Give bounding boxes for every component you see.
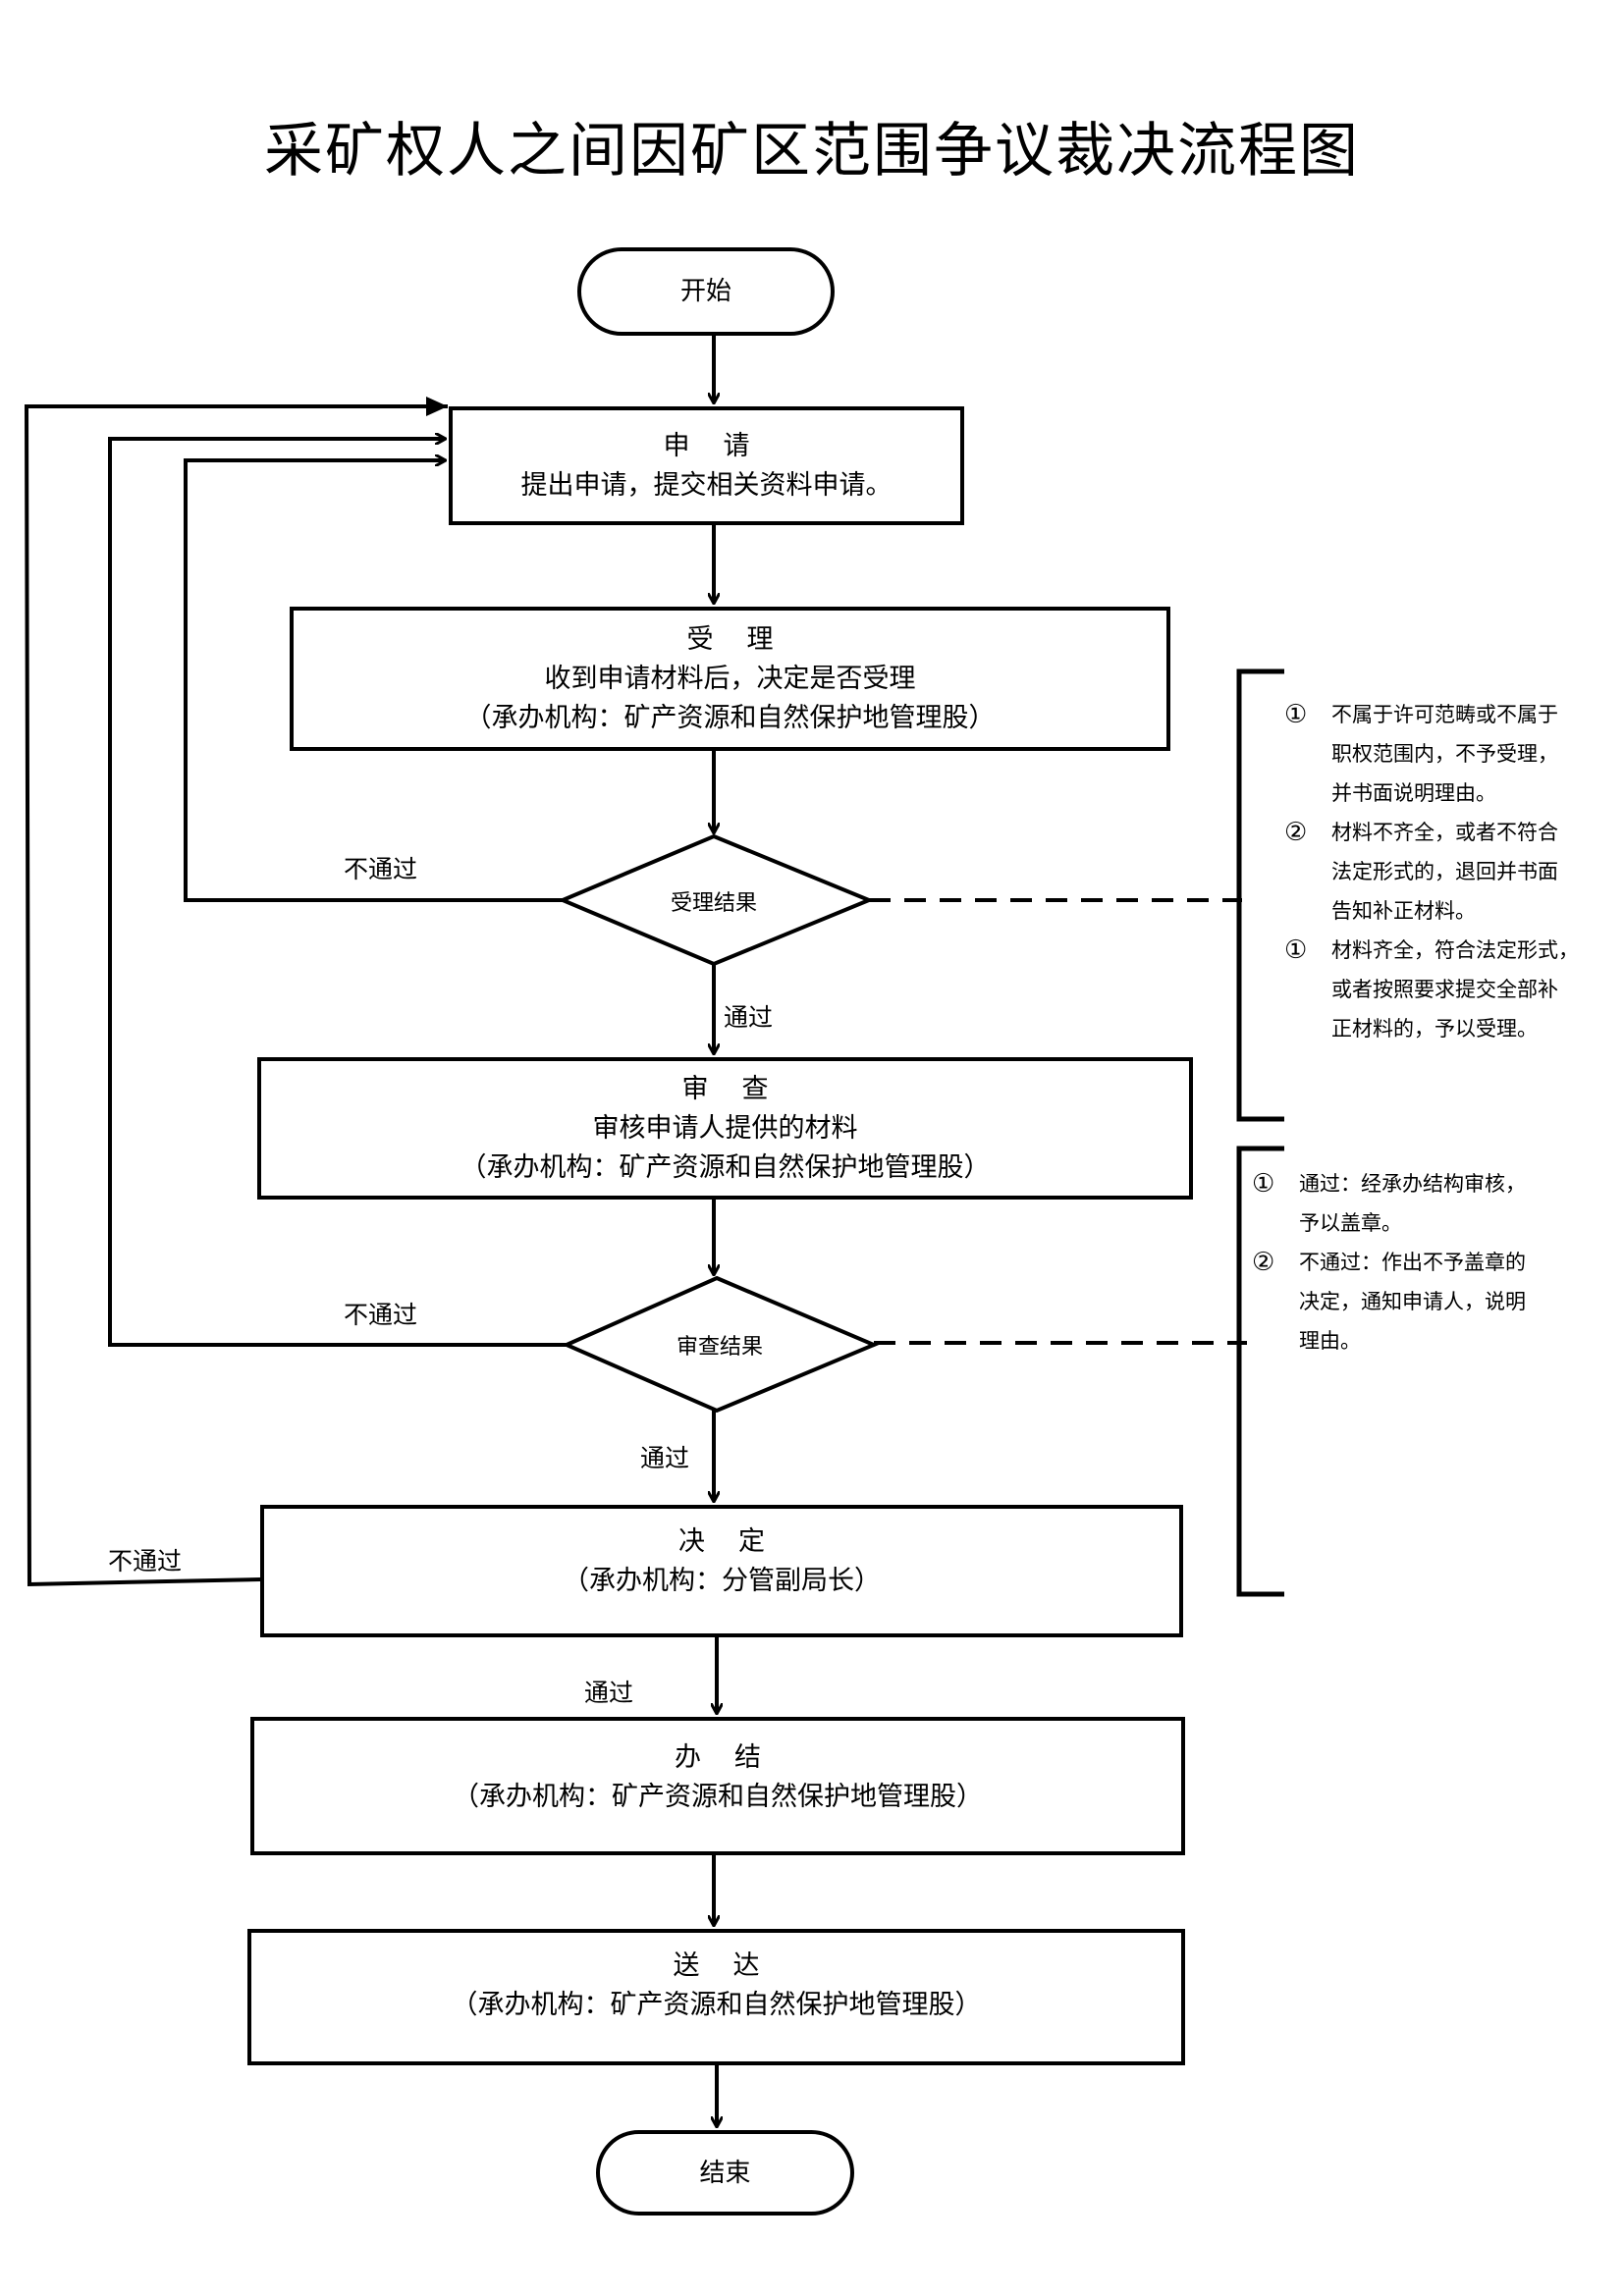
decide-step: 决定 （承办机构：分管副局长）	[260, 1505, 1183, 1637]
apply-desc: 提出申请，提交相关资料申请。	[520, 469, 893, 501]
accept-result-label: 受理结果	[670, 891, 757, 916]
review-fail-label: 不通过	[344, 1301, 418, 1329]
circled-number-1: ①	[1284, 700, 1308, 729]
decide-pass-label: 通过	[584, 1679, 634, 1707]
end-label: 结束	[699, 2158, 751, 2188]
deliver-heading: 送达	[673, 1950, 793, 1981]
accept-note-1: ① 不属于许可范畴或不属于 职权范围内，不予受理， 并书面说明理由。	[1284, 695, 1624, 813]
note-text: 材料不齐全，或者不符合 法定形式的，退回并书面 告知补正材料。	[1331, 821, 1558, 923]
loop-decide-fail	[24, 397, 448, 1587]
accept-step: 受理 收到申请材料后，决定是否受理 （承办机构：矿产资源和自然保护地管理股）	[290, 607, 1170, 751]
review-result-label: 审查结果	[676, 1335, 763, 1360]
accept-pass-label: 通过	[724, 1003, 774, 1032]
note-text: 通过：经承办结构审核， 予以盖章。	[1299, 1172, 1526, 1235]
start-label: 开始	[679, 277, 731, 306]
start-node: 开始	[577, 247, 835, 336]
review-notes: ① 通过：经承办结构审核， 予以盖章。 ② 不通过：作出不予盖章的 决定，通知申…	[1252, 1164, 1624, 1361]
accept-note-2: ② 材料不齐全，或者不符合 法定形式的，退回并书面 告知补正材料。	[1284, 813, 1624, 931]
apply-heading: 申请	[663, 430, 784, 461]
accept-fail-label: 不通过	[344, 855, 418, 883]
circled-number-2: ②	[1284, 818, 1308, 847]
accept-agency: （承办机构：矿产资源和自然保护地管理股）	[464, 702, 996, 733]
bracket-review-notes	[1236, 1146, 1284, 1597]
finish-heading: 办结	[675, 1742, 794, 1773]
apply-step: 申请 提出申请，提交相关资料申请。	[449, 406, 964, 525]
review-pass-label: 通过	[640, 1444, 690, 1472]
review-heading: 审查	[681, 1073, 802, 1104]
finish-step: 办结 （承办机构：矿产资源和自然保护地管理股）	[250, 1717, 1185, 1855]
note-text: 材料齐全，符合法定形式， 或者按照要求提交全部补 正材料的，予以受理。	[1331, 938, 1579, 1041]
decide-fail-label: 不通过	[108, 1547, 183, 1575]
review-step: 审查 审核申请人提供的材料 （承办机构：矿产资源和自然保护地管理股）	[257, 1057, 1193, 1200]
accept-heading: 受理	[686, 623, 807, 655]
circled-number-1: ①	[1252, 1169, 1275, 1199]
circled-number-1: ①	[1284, 935, 1308, 965]
review-note-2: ② 不通过：作出不予盖章的 决定，通知申请人，说明 理由。	[1252, 1243, 1624, 1361]
deliver-agency: （承办机构：矿产资源和自然保护地管理股）	[451, 1990, 982, 2020]
review-note-1: ① 通过：经承办结构审核， 予以盖章。	[1252, 1164, 1624, 1243]
note-text: 不通过：作出不予盖章的 决定，通知申请人，说明 理由。	[1299, 1251, 1526, 1353]
accept-note-3: ① 材料齐全，符合法定形式， 或者按照要求提交全部补 正材料的，予以受理。	[1284, 931, 1624, 1048]
diamond-review-result	[562, 1275, 880, 1414]
note-text: 不属于许可范畴或不属于 职权范围内，不予受理， 并书面说明理由。	[1331, 703, 1558, 805]
circled-number-2: ②	[1252, 1248, 1275, 1277]
deliver-step: 送达 （承办机构：矿产资源和自然保护地管理股）	[247, 1929, 1185, 2065]
accept-desc: 收到申请材料后，决定是否受理	[544, 663, 916, 694]
loop-accept-fail	[184, 460, 563, 902]
decide-agency: （承办机构：分管副局长）	[563, 1566, 881, 1596]
finish-agency: （承办机构：矿产资源和自然保护地管理股）	[453, 1782, 983, 1812]
loop-review-fail	[108, 439, 567, 1347]
accept-notes: ① 不属于许可范畴或不属于 职权范围内，不予受理， 并书面说明理由。 ② 材料不…	[1284, 695, 1624, 1048]
page-title: 采矿权人之间因矿区范围争议裁决流程图	[264, 117, 1360, 186]
end-node: 结束	[596, 2130, 854, 2216]
bracket-accept-notes	[1236, 668, 1284, 1122]
diamond-accept-result	[557, 833, 875, 967]
decide-heading: 决定	[678, 1526, 798, 1557]
review-desc: 审核申请人提供的材料	[592, 1112, 858, 1144]
review-agency: （承办机构：矿产资源和自然保护地管理股）	[460, 1151, 991, 1183]
